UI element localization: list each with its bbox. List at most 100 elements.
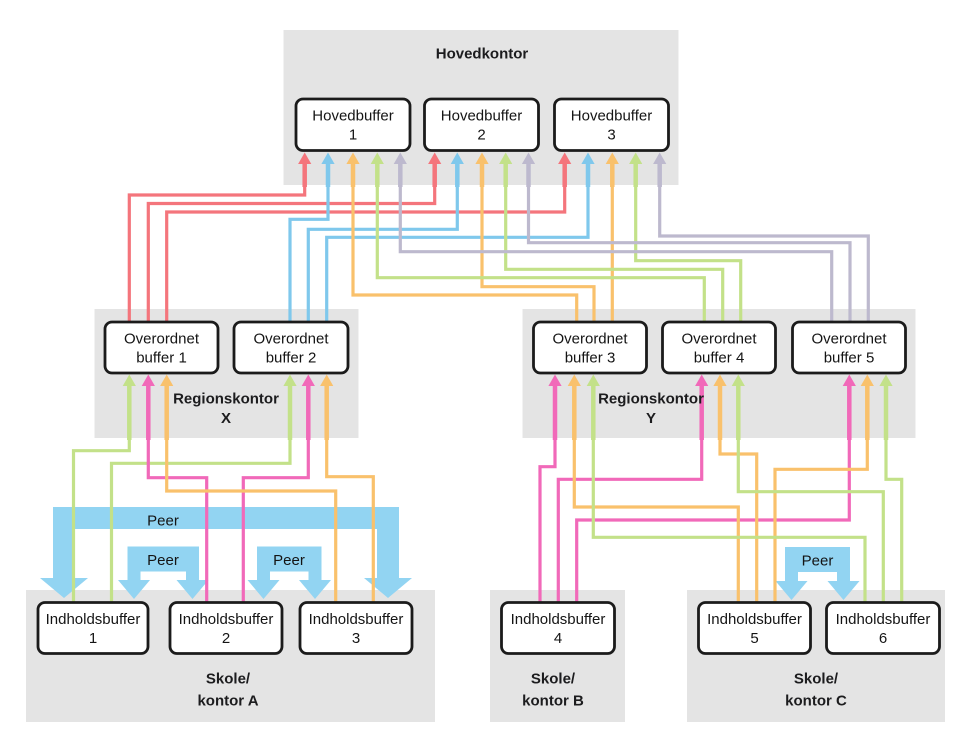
edge-line [556, 440, 704, 603]
edge-line [526, 187, 852, 322]
edge-indholdsbuffer-2-to-overordnet-buffer-2 [241, 374, 315, 603]
edge-line [658, 187, 870, 322]
peer-bracket-a1 [118, 546, 209, 599]
edge-arrow-head [605, 152, 619, 164]
node-box [697, 601, 812, 655]
edge-indholdsbuffer-1-to-overordnet-buffer-1 [71, 374, 136, 603]
edge-arrow-head [321, 152, 335, 164]
edge-line [165, 187, 567, 322]
node-label-line2: 2 [477, 127, 485, 144]
edge-overordnet-buffer-5-to-hovedbuffer-3 [653, 152, 870, 322]
section-title-skole-kontor-b: Skole/ [531, 670, 576, 687]
peer-label: Peer [802, 552, 834, 569]
edge-arrow-head [731, 374, 745, 386]
node-label-line1: Overordnet [552, 330, 628, 347]
edge-arrow-head [450, 152, 464, 164]
node-label-line1: Indholdsbuffer [836, 611, 931, 628]
node-label-line2: buffer 1 [136, 349, 187, 366]
node-label-line1: Indholdsbuffer [179, 611, 274, 628]
node-box [103, 320, 220, 375]
labels-layer: HovedkontorRegionskontorXRegionskontorYS… [147, 45, 847, 709]
section-title-regionskontor-y: Y [646, 410, 656, 427]
flow-edges-layer [71, 152, 904, 603]
node-label-line1: Hovedbuffer [571, 108, 652, 125]
node-box [532, 320, 648, 375]
section-title-skole-kontor-c: kontor C [785, 692, 847, 709]
peer-bracket-a2 [247, 546, 331, 599]
edge-line [325, 187, 590, 322]
edge-arrow-head [586, 374, 600, 386]
edge-arrow-head [842, 374, 856, 386]
node-box [298, 601, 414, 655]
edge-indholdsbuffer-4-to-overordnet-buffer-3 [538, 374, 562, 603]
node-label-line1: Overordnet [124, 330, 200, 347]
node-box [553, 97, 670, 152]
edge-indholdsbuffer-3-to-overordnet-buffer-2 [320, 374, 375, 603]
edge-arrow-head [521, 152, 536, 164]
node-box [825, 601, 941, 655]
node-box [36, 601, 150, 655]
node-label-line2: 3 [607, 127, 615, 144]
edge-overordnet-buffer-4-to-hovedbuffer-2 [499, 152, 725, 322]
node-label-line1: Overordnet [253, 330, 329, 347]
edge-line [146, 187, 437, 322]
section-title-regionskontor-x: Regionskontor [173, 390, 279, 407]
node-label-line2: 2 [222, 630, 230, 647]
edge-arrow-head [301, 374, 315, 386]
section-title-skole-kontor-b: kontor B [522, 692, 584, 709]
edge-arrow-head [695, 374, 709, 386]
edge-arrow-head [860, 374, 874, 386]
edge-line [575, 440, 851, 603]
edge-line [480, 187, 596, 322]
edge-arrow-head [141, 374, 155, 386]
edge-arrow-head [558, 152, 572, 164]
node-label-line1: Hovedbuffer [312, 108, 393, 125]
node-box [500, 601, 616, 655]
edge-overordnet-buffer-5-to-hovedbuffer-1 [393, 152, 834, 322]
node-label-line2: buffer 5 [824, 349, 875, 366]
node-label-line2: buffer 2 [266, 349, 317, 366]
node-label-line2: 3 [352, 630, 360, 647]
edge-indholdsbuffer-6-to-overordnet-buffer-4 [731, 374, 885, 603]
edge-overordnet-buffer-2-to-hovedbuffer-3 [325, 152, 595, 322]
node-hovedbuffer-3: Hovedbuffer 3 [553, 97, 670, 152]
edge-indholdsbuffer-2-to-overordnet-buffer-1 [141, 374, 209, 603]
node-label-line2: buffer 3 [565, 349, 616, 366]
edge-overordnet-buffer-1-to-hovedbuffer-1 [127, 152, 312, 322]
peer-bar-skole-a [40, 507, 412, 598]
edge-arrow-head [879, 374, 893, 386]
edge-arrow-head [346, 152, 360, 164]
edge-arrow-head [160, 374, 174, 386]
edge-line [71, 440, 131, 603]
buffer-nodes-layer: Hovedbuffer1Hovedbuffer2Hovedbuffer3Over… [36, 97, 941, 655]
node-label-line2: 5 [750, 630, 758, 647]
edge-arrow-head [298, 152, 312, 164]
edge-overordnet-buffer-1-to-hovedbuffer-3 [165, 152, 572, 322]
peer-label: Peer [147, 512, 179, 529]
edge-arrow-head [713, 374, 727, 386]
edge-indholdsbuffer-6-to-overordnet-buffer-5 [879, 374, 904, 603]
node-label-line2: buffer 4 [694, 349, 745, 366]
section-title-regionskontor-y: Regionskontor [598, 390, 704, 407]
edge-line [325, 440, 375, 603]
edge-indholdsbuffer-6-to-overordnet-buffer-3 [586, 374, 867, 603]
section-title-hovedkontor: Hovedkontor [436, 45, 529, 62]
edge-arrow-head [428, 152, 442, 164]
edge-line [375, 187, 706, 322]
node-box [423, 97, 540, 152]
node-label-line1: Indholdsbuffer [309, 611, 404, 628]
edge-line [306, 187, 459, 322]
edge-arrow-head [370, 152, 384, 164]
node-label-line2: 1 [89, 630, 97, 647]
section-title-skole-kontor-c: Skole/ [794, 670, 839, 687]
edge-arrow-head [320, 374, 334, 386]
edge-overordnet-buffer-3-to-hovedbuffer-3 [605, 152, 619, 322]
edge-line [288, 187, 330, 322]
edge-arrow-head [393, 152, 407, 164]
